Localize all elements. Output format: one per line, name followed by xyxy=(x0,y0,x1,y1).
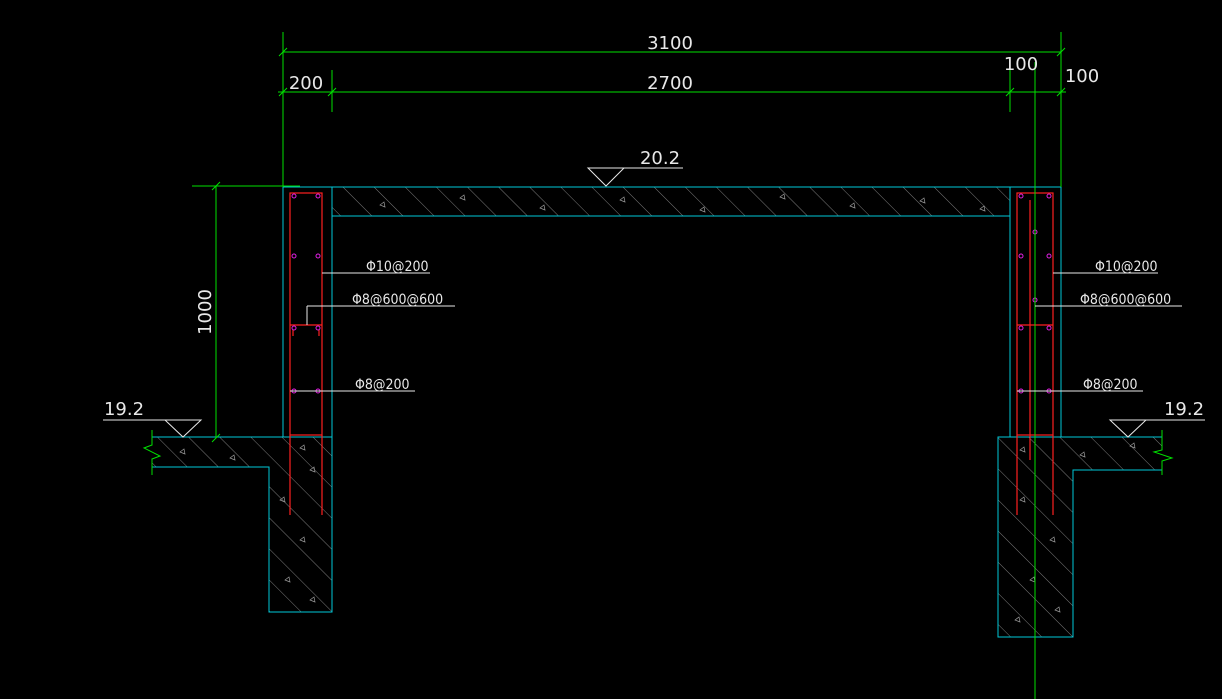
dim-right-extra-label: 100 xyxy=(1065,66,1099,87)
level-top-label: 20.2 xyxy=(640,148,680,169)
concrete-fill xyxy=(152,187,1162,637)
left-footing-outline xyxy=(152,436,333,613)
level-symbols xyxy=(103,167,1205,438)
dim-height-label: 1000 xyxy=(195,289,216,335)
rebar-label-left-1: Φ10@200 xyxy=(366,259,429,275)
aggregate-speck xyxy=(1049,536,1056,543)
drawing-text: 3100 2700 200 100 100 1000 20.2 19.2 19.… xyxy=(104,33,1204,420)
aggregate-speck xyxy=(309,596,316,603)
level-marker-right xyxy=(1108,419,1148,438)
level-ground-left-label: 19.2 xyxy=(104,399,144,420)
rebar-label-left-2: Φ8@600@600 xyxy=(352,292,443,308)
rebar-dot xyxy=(315,253,321,259)
rebar-dot xyxy=(1046,253,1052,259)
level-marker-top xyxy=(586,167,626,187)
aggregate-speck xyxy=(1054,606,1061,613)
rebar-dot xyxy=(291,193,297,199)
top-slab-outline xyxy=(331,186,1011,217)
rebar-dot xyxy=(1018,325,1024,331)
aggregate-speck xyxy=(284,576,291,583)
aggregate-speck xyxy=(1079,451,1086,458)
aggregate-speck xyxy=(279,496,286,503)
aggregate-speck xyxy=(299,444,306,451)
rebar-label-right-2: Φ8@600@600 xyxy=(1080,292,1171,308)
aggregate-speck xyxy=(539,204,546,211)
concrete-aggregate-specks xyxy=(179,193,1136,623)
rebar-label-right-1: Φ10@200 xyxy=(1095,259,1158,275)
aggregate-speck xyxy=(699,206,706,213)
aggregate-speck xyxy=(779,193,786,200)
dim-overall-label: 3100 xyxy=(647,33,693,54)
rebar-dot xyxy=(1018,253,1024,259)
rebar-dot xyxy=(1018,193,1024,199)
dim-right-wall-label: 100 xyxy=(1004,54,1038,75)
dim-inner-label: 2700 xyxy=(647,73,693,94)
aggregate-speck xyxy=(1014,616,1021,623)
dim-left-wall-label: 200 xyxy=(289,73,323,94)
aggregate-speck xyxy=(1019,496,1026,503)
aggregate-speck xyxy=(849,202,856,209)
aggregate-speck xyxy=(1129,442,1136,449)
rebar-dot xyxy=(291,325,297,331)
rebar-dot xyxy=(315,325,321,331)
rebar-lines xyxy=(289,192,1054,515)
aggregate-speck xyxy=(919,197,926,204)
aggregate-speck xyxy=(309,466,316,473)
dimension-lines xyxy=(192,32,1066,699)
rebar-dot xyxy=(291,253,297,259)
rebar-label-right-3: Φ8@200 xyxy=(1083,377,1138,393)
aggregate-speck xyxy=(1019,446,1026,453)
rebar-dot xyxy=(1046,193,1052,199)
rebar-dot xyxy=(315,193,321,199)
rebar-label-left-3: Φ8@200 xyxy=(355,377,410,393)
aggregate-speck xyxy=(459,194,466,201)
leader-lines xyxy=(290,272,1182,392)
aggregate-speck xyxy=(979,205,986,212)
level-ground-right-label: 19.2 xyxy=(1164,399,1204,420)
aggregate-speck xyxy=(179,448,186,455)
break-lines xyxy=(142,430,1174,475)
level-marker-left xyxy=(163,419,203,438)
aggregate-speck xyxy=(619,196,626,203)
aggregate-speck xyxy=(299,536,306,543)
aggregate-speck xyxy=(229,454,236,461)
aggregate-speck xyxy=(379,201,386,208)
rebar-dot xyxy=(1046,325,1052,331)
